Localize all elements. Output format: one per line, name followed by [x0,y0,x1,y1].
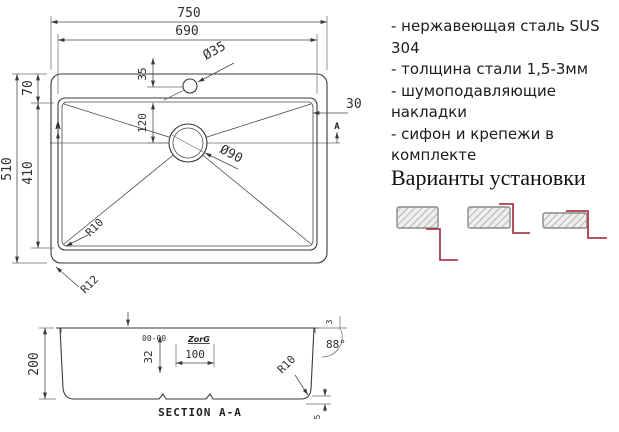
countertop-block [467,206,511,229]
section-view: 200 00-00 ZorG 32 100 R10 88° 3 [27,312,347,419]
spec-item-siphon: - сифон и крепежи в комплекте [391,124,554,165]
faucet-leader-arrow [197,62,235,83]
sink-rim-profile [499,203,530,234]
dim-120: 120 [136,113,149,133]
section-r10-label: R10 [275,353,298,376]
bowl-slope-line [187,142,312,245]
install-options-diagrams [396,203,607,261]
wall-angle-label: 88° [326,338,346,351]
spec-item-material: - нержавеющая сталь SUS 304 [391,17,600,57]
sink-rim-profile [426,228,458,261]
install-options-heading: Варианты установки [391,165,586,190]
dim-510: 510 [0,157,15,180]
dim-750: 750 [177,6,200,21]
sink-technical-drawing: Ø90 Ø35 750 690 510 [0,6,362,419]
faucet-diameter-label: Ø35 [201,39,229,64]
drain-hole-inner [172,127,204,159]
install-option-undermount [396,206,458,261]
faucet-leader [163,89,185,101]
spec-list: - нержавеющая сталь SUS 304 - толщина ст… [391,16,619,167]
section-marker-right: A [334,122,340,132]
section-marker-left: A [55,122,61,132]
dim-35: 35 [136,67,149,80]
dim-690: 690 [175,24,198,39]
dim-3: 3 [325,319,334,324]
countertop-block [542,212,588,229]
spec-item-thickness: - толщина стали 1,5-3мм [391,60,589,78]
drain-diameter-label: Ø90 [217,142,245,166]
install-option-topmount [542,210,607,239]
dim-200: 200 [27,352,42,375]
drain-leader-arrow [204,152,239,170]
section-r10-leader [294,374,309,396]
bowl-inner-edge [61,101,314,247]
dim-30: 30 [346,97,362,112]
hole-marks: 00-00 [142,334,166,343]
section-title: SECTION A-A [158,406,242,419]
sink-rim-profile [566,210,607,239]
dim-32: 32 [142,350,155,363]
faucet-hole [182,78,198,94]
dim-410: 410 [21,161,36,184]
dim-5: 5 [313,414,322,419]
spec-item-pads: - шумоподавляющие накладки [391,81,557,122]
r12-leader [55,266,80,288]
top-view: Ø90 Ø35 750 690 510 [0,6,362,296]
r10-leader [65,234,89,247]
sink-outer-rim [50,73,328,264]
brand-logo: ZorG [187,335,210,344]
bowl-slope-line [63,103,189,144]
section-bowl-profile [59,327,315,400]
bowl-outer-edge [57,97,318,251]
corner-r12-label: R12 [78,273,101,296]
dim-70: 70 [21,80,36,96]
drain-leader [171,134,206,154]
countertop-block [396,206,439,229]
install-option-flush [467,203,530,234]
bowl-slope-line [63,142,189,245]
bowl-slope-line [187,103,312,144]
dim-100: 100 [185,348,205,361]
